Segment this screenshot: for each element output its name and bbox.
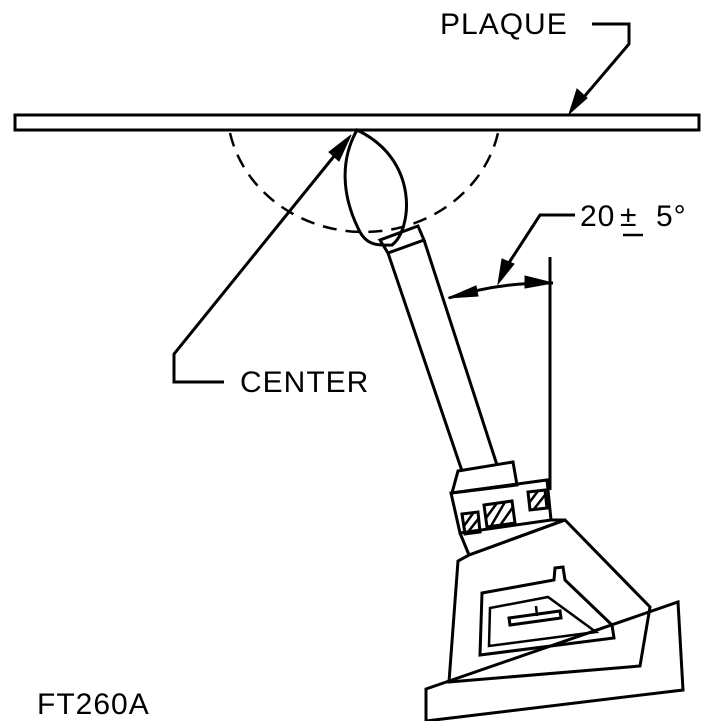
dashed-arc	[228, 132, 500, 234]
base-slot-stem	[534, 605, 539, 617]
angle-arrowhead-right	[524, 275, 554, 289]
plaque-leader-arrowhead	[567, 88, 588, 116]
probe-shaft	[386, 239, 499, 472]
center-label: CENTER	[240, 366, 369, 399]
probe-tip	[343, 128, 408, 247]
center-leader	[172, 154, 337, 384]
hatch-marks	[460, 488, 549, 536]
pedestal	[424, 599, 685, 721]
angle-leader-arrowhead	[497, 258, 515, 286]
plaque-label: PLAQUE	[440, 8, 568, 41]
angle-tolerance-label: 5°	[656, 200, 687, 233]
base-panel	[478, 565, 616, 657]
angle-value-label: 20	[580, 200, 615, 233]
plaque-leader	[576, 22, 631, 105]
base-slot	[507, 609, 563, 627]
center-leader-arrowhead	[328, 134, 352, 162]
instrument-base	[447, 518, 652, 684]
angle-leader	[501, 213, 575, 273]
base-panel-inner	[487, 595, 600, 648]
figure-id-label: FT260A	[37, 688, 150, 721]
angle-tolerance-symbol: ±	[620, 200, 637, 233]
angle-arrowhead-left	[447, 285, 479, 299]
plaque-bar	[13, 113, 701, 132]
